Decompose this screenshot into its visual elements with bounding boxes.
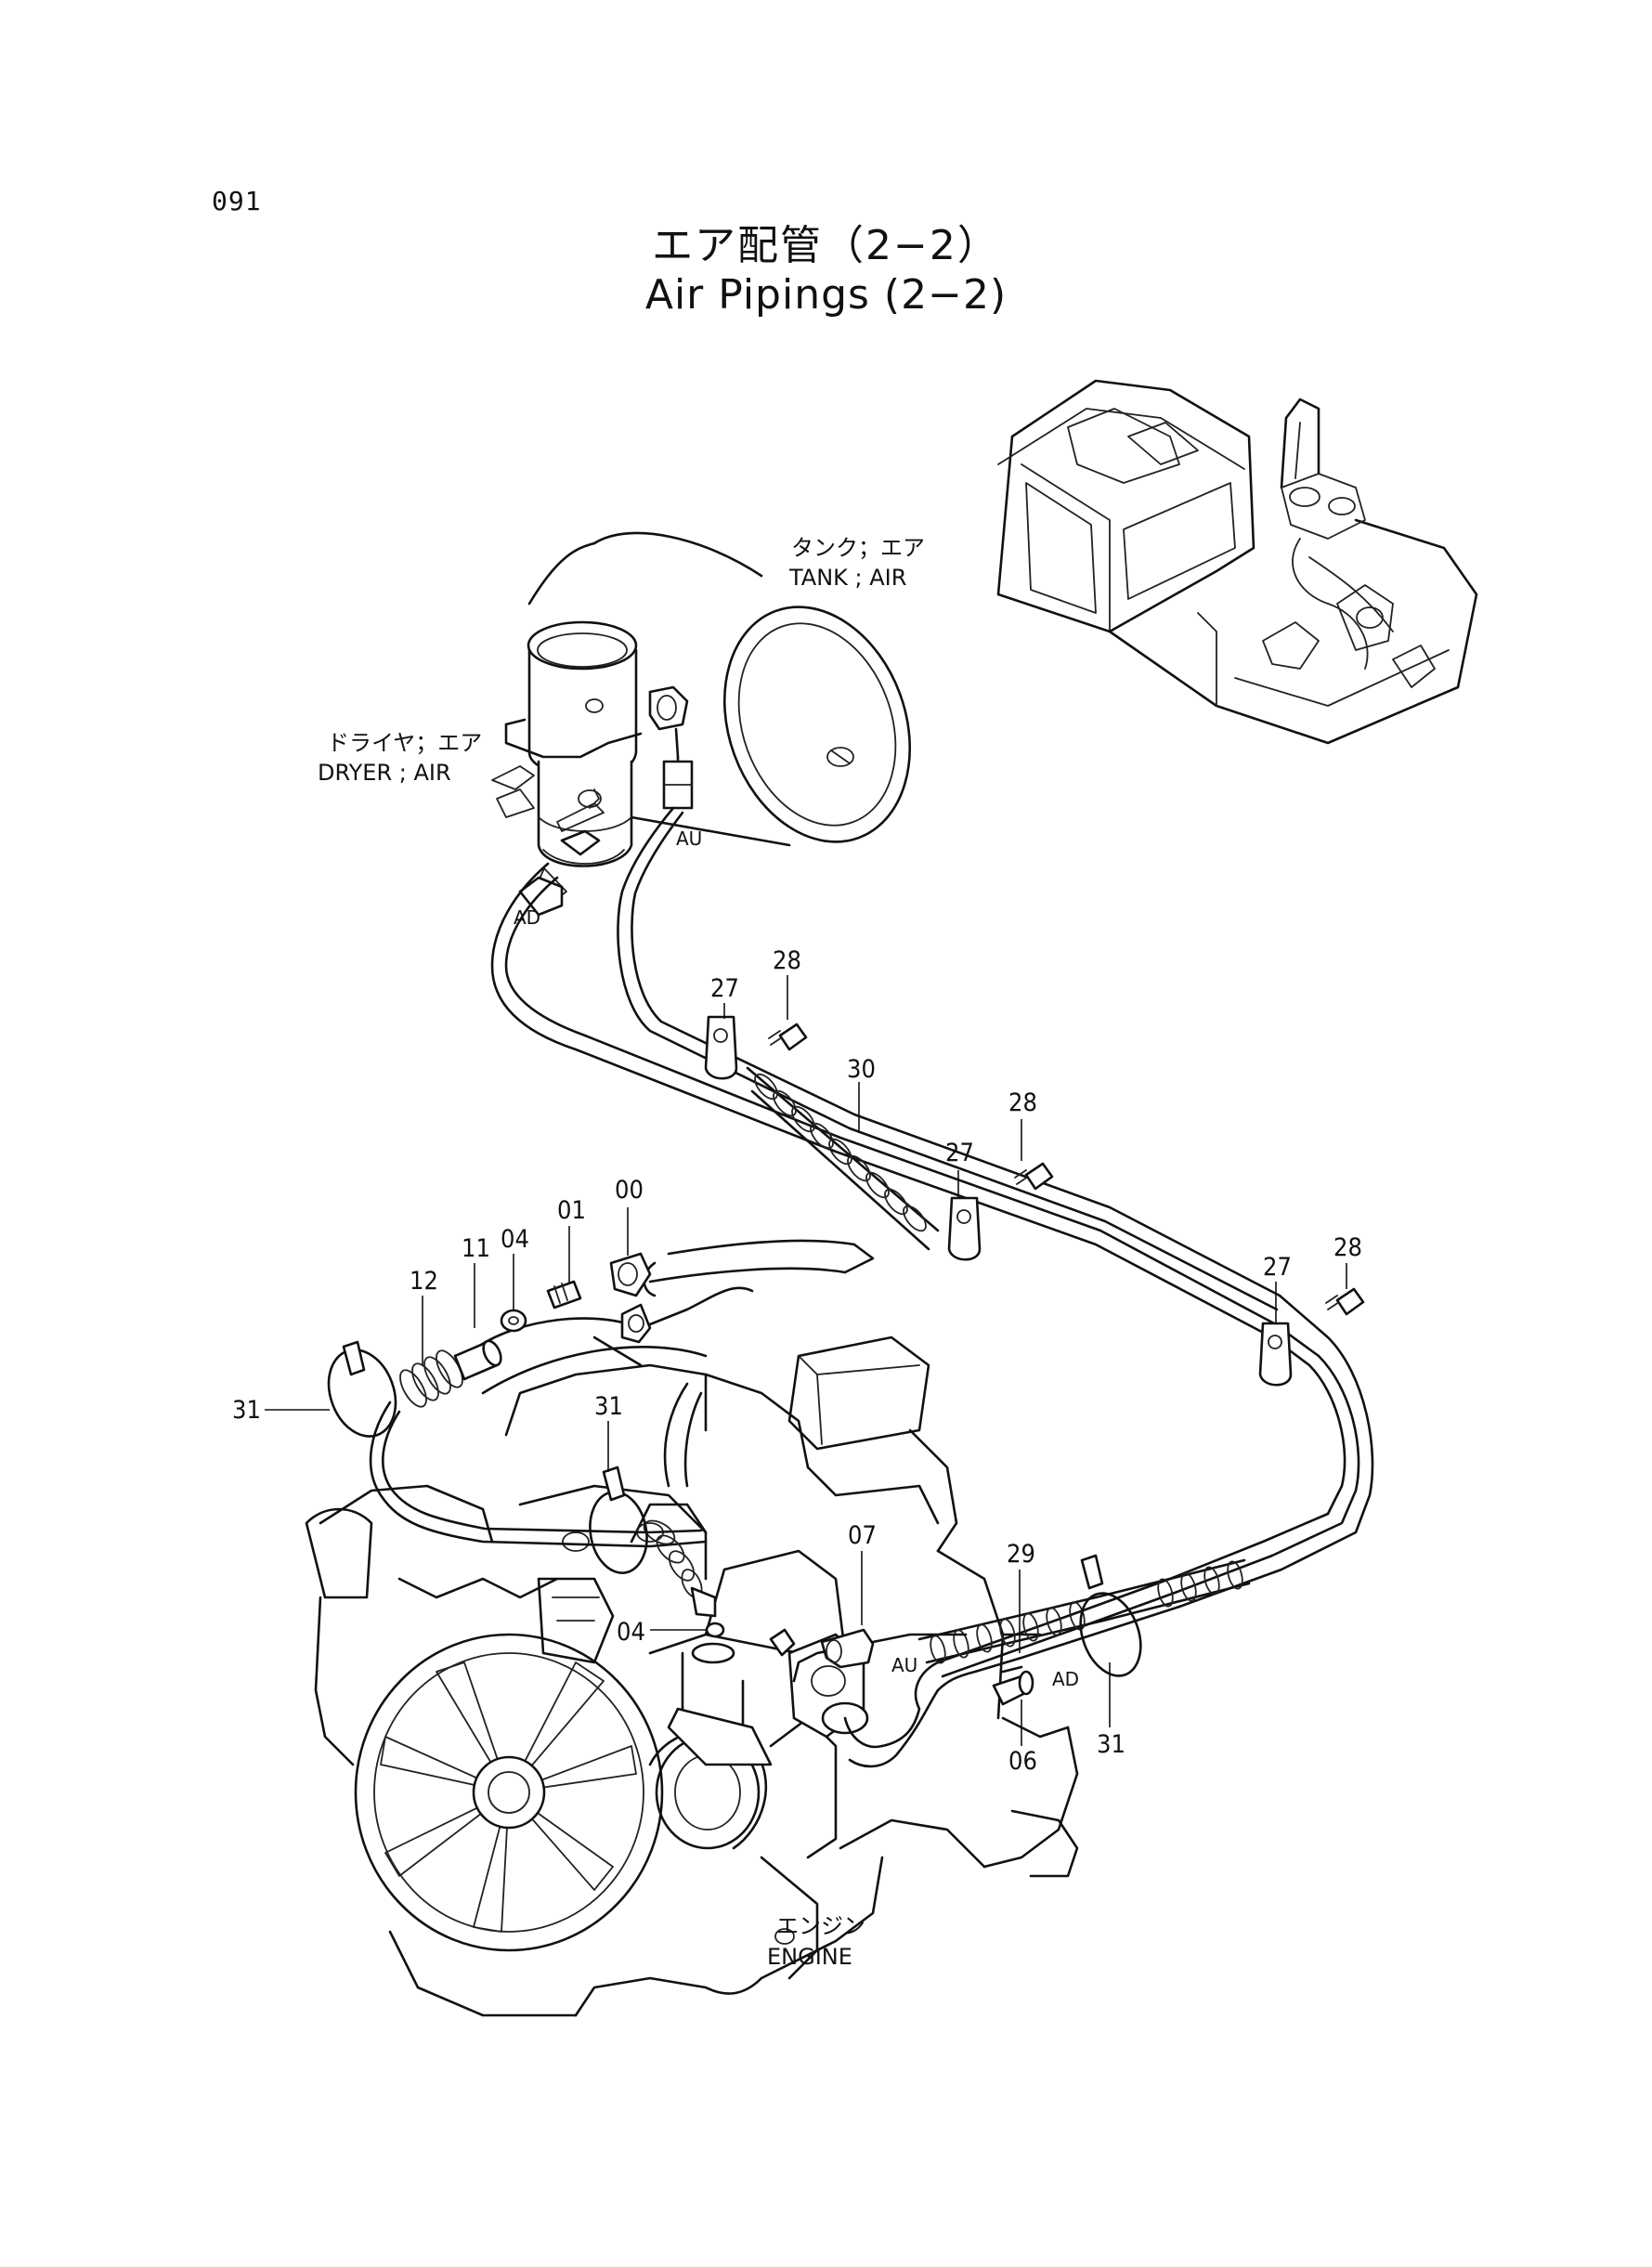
callout-31-a: 31 — [232, 1396, 261, 1425]
callout-27-b: 27 — [945, 1139, 974, 1167]
dryer-label-en: DRYER ; AIR — [318, 760, 451, 786]
callout-01: 01 — [557, 1196, 586, 1225]
engine-illustration — [305, 1239, 1079, 2017]
port-ad-dryer: AD — [514, 906, 540, 929]
air-pipe-lines — [369, 806, 1374, 1768]
corrugated-sleeve-30 — [746, 1066, 940, 1251]
callout-04-a: 04 — [501, 1225, 529, 1254]
clamps-27 — [704, 1015, 1293, 1387]
callout-04-b: 04 — [617, 1618, 645, 1647]
band-clamps-31 — [327, 1340, 1142, 1677]
engine-label-jp: エンジン — [776, 1913, 865, 1939]
title-english: Air Pipings (2−2) — [644, 271, 1008, 319]
callout-11: 11 — [462, 1234, 490, 1263]
callout-00: 00 — [615, 1176, 644, 1205]
air-dryer-illustration — [491, 620, 694, 917]
corrugated-elbow — [643, 1519, 717, 1618]
callout-07: 07 — [848, 1521, 877, 1550]
port-au-tank: AU — [676, 827, 702, 850]
tank-label-en: TANK ; AIR — [788, 565, 906, 591]
callout-29: 29 — [1007, 1540, 1035, 1569]
corrugated-boot-12 — [399, 1339, 502, 1408]
callout-28-a: 28 — [773, 946, 801, 975]
callout-06: 06 — [1008, 1747, 1037, 1776]
excavator-thumbnail-illustration — [996, 379, 1478, 745]
page-number: 091 — [212, 186, 262, 216]
engine-label-en: ENGINE — [767, 1944, 852, 1970]
component-labels: タンク；エア TANK ; AIR ドライヤ；エア DRYER ; AIR エン… — [318, 535, 1079, 1970]
dryer-label-jp: ドライヤ；エア — [327, 730, 482, 756]
bolts-28 — [768, 1023, 1365, 1316]
callout-28-b: 28 — [1008, 1088, 1037, 1117]
callout-leader-lines — [265, 975, 1347, 1746]
corrugated-sleeve-29 — [917, 1558, 1251, 1664]
callout-31-b: 31 — [594, 1392, 623, 1421]
callout-31-c: 31 — [1097, 1730, 1125, 1759]
title-japanese: エア配管（2−2） — [652, 222, 1000, 269]
callout-30: 30 — [847, 1055, 876, 1084]
callout-numbers: 28 27 30 28 27 28 27 00 01 04 11 12 31 3… — [232, 946, 1362, 1776]
air-tank-illustration — [527, 531, 912, 847]
callout-27-a: 27 — [710, 974, 739, 1003]
port-ad-engine: AD — [1052, 1668, 1079, 1690]
callout-12: 12 — [410, 1267, 438, 1296]
fittings — [500, 1252, 1034, 1706]
port-au-engine: AU — [891, 1654, 917, 1676]
tank-label-jp: タンク；エア — [791, 535, 925, 561]
callout-27-c: 27 — [1263, 1253, 1292, 1282]
callout-28-c: 28 — [1333, 1233, 1362, 1262]
